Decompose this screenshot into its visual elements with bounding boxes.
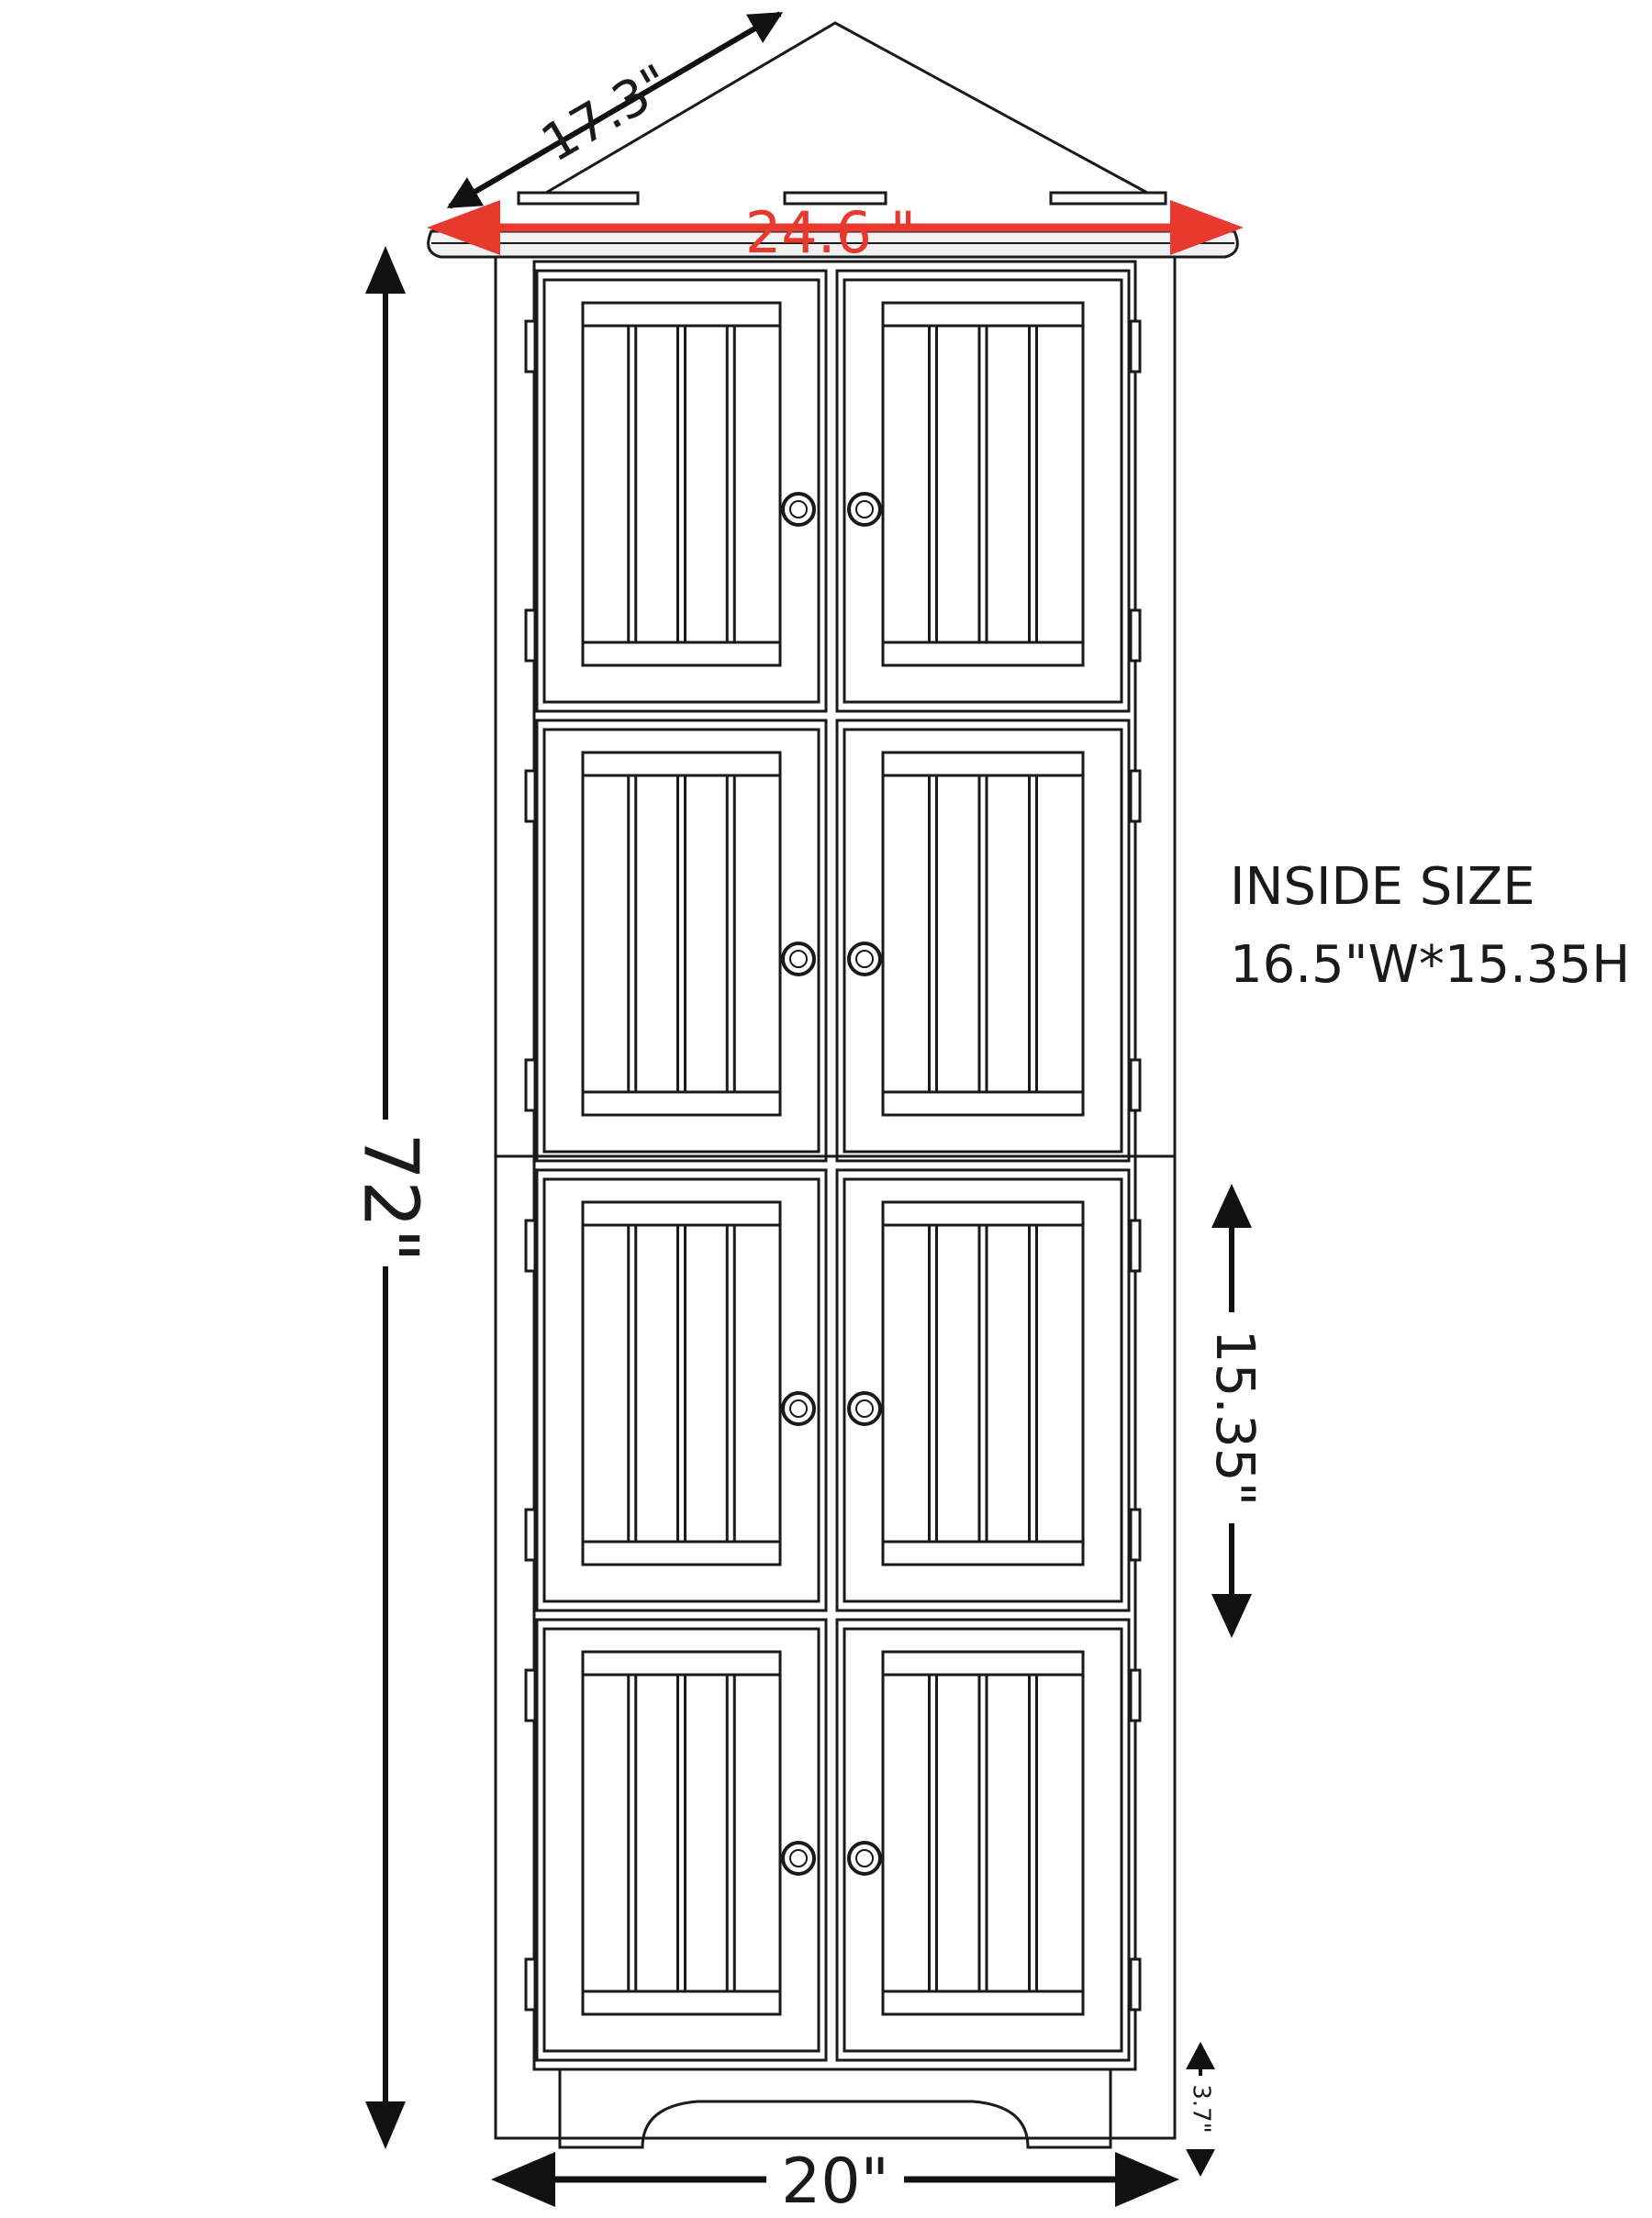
- width-top-arrow: [427, 200, 1244, 255]
- door-hinge: [1129, 1058, 1142, 1112]
- cabinet-base: [558, 2069, 1112, 2149]
- door-hinge: [1129, 1219, 1142, 1273]
- door-knob: [847, 492, 882, 527]
- base-height-arrow: [1186, 2042, 1215, 2177]
- door-hinge: [1129, 319, 1142, 373]
- depth-arrow: [446, 11, 784, 209]
- door-hinge: [524, 608, 537, 663]
- cabinet-door: [524, 1168, 828, 1612]
- shelf-height-label: 15.35": [1204, 1330, 1267, 1507]
- door-hinge: [1129, 608, 1142, 663]
- door-hinge: [524, 769, 537, 823]
- cabinet-door: [835, 269, 1142, 713]
- door-hinge: [524, 1219, 537, 1273]
- height-arrow: [365, 246, 406, 2149]
- door-hinge: [524, 319, 537, 373]
- door-knob: [781, 1841, 816, 1876]
- cabinet-body: [494, 255, 1177, 2140]
- inside-size-title: INSIDE SIZE: [1230, 857, 1535, 917]
- base-height-label: 3.7": [1188, 2084, 1215, 2133]
- inside-size-value: 16.5"W*15.35H: [1230, 935, 1630, 995]
- cabinet-crown: [427, 229, 1239, 259]
- door-knob: [781, 942, 816, 976]
- shelf-height-arrow: [1211, 1184, 1252, 1638]
- door-hinge: [1129, 769, 1142, 823]
- door-knob: [847, 1391, 882, 1426]
- door-knob: [781, 492, 816, 527]
- door-hinge: [1129, 1508, 1142, 1562]
- door-knob: [847, 942, 882, 976]
- door-hinge: [1129, 1668, 1142, 1722]
- cabinet-doors: [524, 269, 1142, 2062]
- cabinet-door: [524, 719, 828, 1163]
- door-hinge: [524, 1058, 537, 1112]
- door-hinge: [1129, 1957, 1142, 2012]
- cabinet-door: [835, 719, 1142, 1163]
- height-label: 72": [347, 1132, 434, 1263]
- door-hinge: [524, 1508, 537, 1562]
- cabinet-door: [524, 1618, 828, 2062]
- width-base-label: 20": [781, 2146, 889, 2218]
- width-base-arrow: [491, 2152, 1179, 2207]
- door-hinge: [524, 1668, 537, 1722]
- cabinet-door: [835, 1168, 1142, 1612]
- cabinet-door: [524, 269, 828, 713]
- door-hinge: [524, 1957, 537, 2012]
- cabinet-door: [835, 1618, 1142, 2062]
- door-knob: [781, 1391, 816, 1426]
- width-top-label: 24.6 ": [745, 199, 916, 266]
- door-knob: [847, 1841, 882, 1876]
